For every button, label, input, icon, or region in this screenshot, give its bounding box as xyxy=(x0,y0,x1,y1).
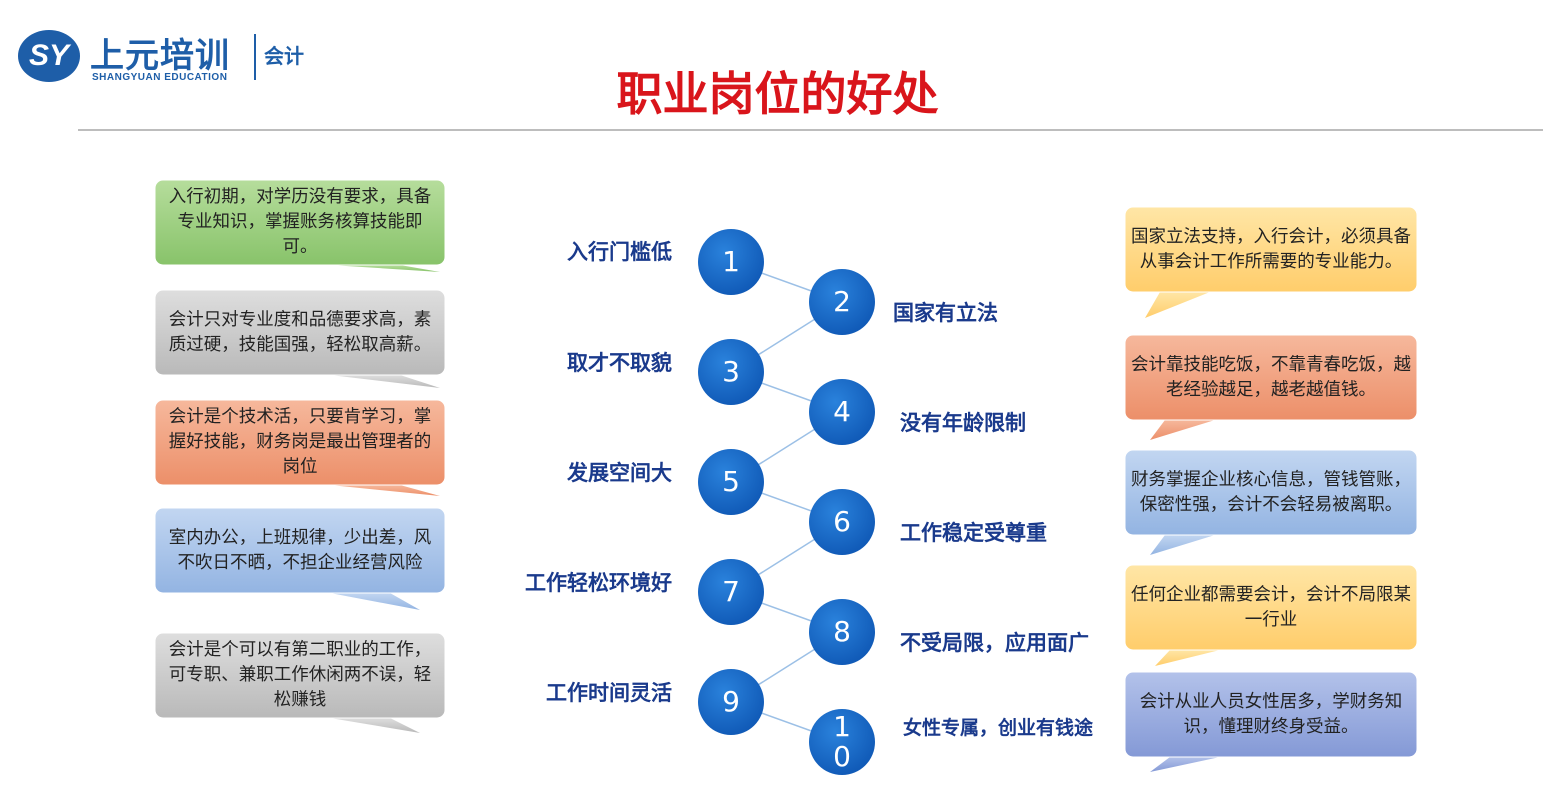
step-circle xyxy=(698,669,764,735)
callout-tail xyxy=(1145,292,1210,318)
step-circle xyxy=(698,229,764,295)
step-label: 工作轻松环境好 xyxy=(525,571,672,595)
step-label: 工作稳定受尊重 xyxy=(900,521,1047,545)
callout-box xyxy=(154,507,446,594)
callout-box xyxy=(1124,449,1418,536)
step-circle xyxy=(698,559,764,625)
callout-2 xyxy=(1124,206,1418,318)
callout-text: 任何企业都需要会计，会计不局限某一行业 xyxy=(1131,584,1411,630)
step-circle xyxy=(809,489,875,555)
step-circle xyxy=(809,599,875,665)
callout-tail xyxy=(1155,650,1220,666)
step-number: 9 xyxy=(722,685,740,718)
callout-tail xyxy=(330,718,420,733)
callout-tail xyxy=(1150,535,1215,555)
logo-english: SHANGYUAN EDUCATION xyxy=(92,72,228,83)
step-label: 国家有立法 xyxy=(893,301,998,325)
callout-tail xyxy=(330,485,440,496)
step-circle xyxy=(809,379,875,445)
logo-name: 上元培训 xyxy=(90,36,230,76)
callout-tail xyxy=(1150,420,1215,440)
step-label: 入行门槛低 xyxy=(567,240,672,264)
callout-box xyxy=(154,179,446,266)
logo-mark: SY xyxy=(18,30,80,82)
callout-box xyxy=(1124,564,1418,651)
callout-text: 入行初期，对学历没有要求，具备专业知识，掌握账务核算技能即可。 xyxy=(168,187,432,257)
callout-tail xyxy=(1150,757,1220,772)
step-label: 不受局限，应用面广 xyxy=(900,631,1089,655)
callout-3 xyxy=(154,289,446,388)
step-number: 8 xyxy=(833,615,851,648)
callout-text: 室内办公，上班规律，少出差，风不吹日不晒，不担企业经营风险 xyxy=(168,527,432,573)
callout-text: 会计从业人员女性居多，学财务知识，懂理财终身受益。 xyxy=(1139,691,1403,737)
callout-8 xyxy=(1124,564,1418,666)
step-number: 1 0 xyxy=(833,710,851,773)
logo-tag: 会计 xyxy=(264,44,304,68)
step-number: 4 xyxy=(833,395,851,428)
step-number: 1 xyxy=(722,245,740,278)
callout-tail xyxy=(330,375,440,388)
brand-logo: SY 上元培训 SHANGYUAN EDUCATION 会计 xyxy=(18,26,318,88)
step-label: 没有年龄限制 xyxy=(900,411,1026,435)
callout-box xyxy=(1124,334,1418,421)
callout-text: 会计是个技术活，只要肯学习，掌握好技能，财务岗是最出管理者的岗位 xyxy=(168,407,432,477)
callout-text: 会计只对专业度和品德要求高，素质过硬，技能国强，轻松取高薪。 xyxy=(168,309,432,355)
step-circle xyxy=(809,709,875,775)
step-number: 5 xyxy=(722,465,740,498)
step-circle xyxy=(809,269,875,335)
callout-1 xyxy=(154,179,446,272)
callout-9 xyxy=(154,632,446,733)
step-number: 7 xyxy=(722,575,740,608)
step-label: 取才不取貌 xyxy=(567,351,672,375)
callout-box xyxy=(154,399,446,486)
step-label: 发展空间大 xyxy=(567,461,672,485)
step-number: 3 xyxy=(722,355,740,388)
callout-6 xyxy=(1124,449,1418,555)
step-circle xyxy=(698,449,764,515)
callout-text: 财务掌握企业核心信息，管钱管账，保密性强，会计不会轻易被离职。 xyxy=(1131,469,1411,515)
callout-box xyxy=(1124,206,1418,293)
callout-5 xyxy=(154,399,446,496)
callout-text: 会计是个可以有第二职业的工作，可专职、兼职工作休闲两不误，轻松赚钱 xyxy=(168,640,432,710)
step-number: 2 xyxy=(833,285,851,318)
callout-box xyxy=(1124,671,1418,758)
callout-text: 国家立法支持，入行会计，必须具备从事会计工作所需要的专业能力。 xyxy=(1131,226,1411,272)
callout-10 xyxy=(1124,671,1418,772)
step-number: 6 xyxy=(833,505,851,538)
step-circle xyxy=(698,339,764,405)
callout-text: 会计靠技能吃饭，不靠青春吃饭，越老经验越足，越老越值钱。 xyxy=(1131,354,1411,400)
callout-tail xyxy=(330,593,420,610)
callout-box xyxy=(154,289,446,376)
logo-separator xyxy=(254,34,256,80)
title-divider xyxy=(78,129,1543,131)
step-label: 女性专属，创业有钱途 xyxy=(903,717,1094,739)
callout-4 xyxy=(1124,334,1418,440)
step-label: 工作时间灵活 xyxy=(546,681,672,705)
callout-shapes xyxy=(154,179,1418,772)
callout-7 xyxy=(154,507,446,610)
step-circles xyxy=(698,229,875,775)
page-title: 职业岗位的好处 xyxy=(616,67,939,121)
callout-tail xyxy=(330,265,440,272)
callout-box xyxy=(154,632,446,719)
